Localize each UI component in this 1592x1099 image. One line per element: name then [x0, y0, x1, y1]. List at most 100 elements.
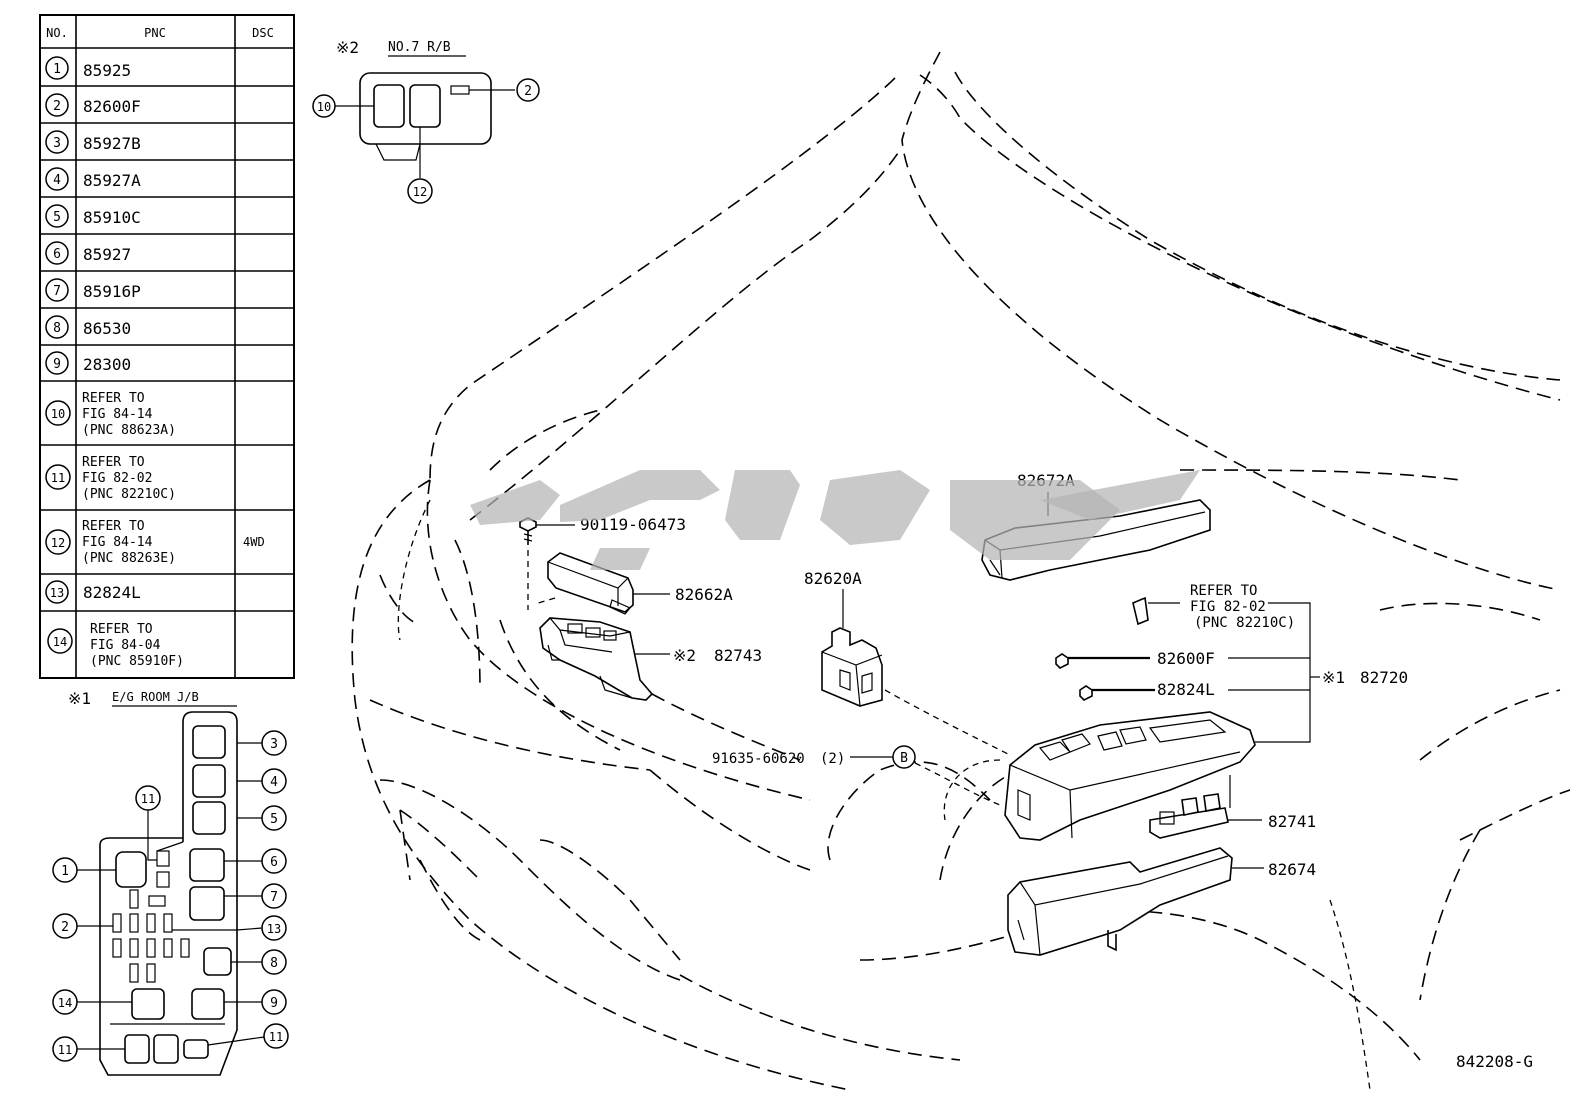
- callout-number: 6: [270, 855, 278, 870]
- table-row: 14 REFER TO FIG 84-04 (PNC 85910F): [47, 622, 184, 669]
- row-pnc: 82824L: [83, 583, 141, 602]
- row-number: 1: [53, 62, 61, 77]
- table-row: 3 85927B: [45, 130, 141, 154]
- table-row: 5 85910C: [45, 204, 141, 228]
- watermark-logo: [470, 470, 1200, 570]
- callout-number: 14: [58, 996, 72, 1010]
- relay-block-inset: ※2 NO.7 R/B 10 12 2: [312, 38, 540, 204]
- callout-number: 5: [270, 812, 278, 827]
- row-pnc-line: REFER TO: [82, 519, 145, 534]
- callout-number: 11: [141, 792, 155, 806]
- row-pnc-line: (PNC 85910F): [90, 654, 184, 669]
- row-number: 8: [53, 321, 61, 336]
- callout-number: 10: [317, 100, 331, 114]
- row-pnc: 85927: [83, 245, 131, 264]
- nut-callout: 91635-60620 (2) B: [712, 745, 1001, 806]
- table-row: 9 28300: [45, 351, 131, 375]
- part-label-fuse-1: 82600F: [1157, 649, 1215, 668]
- part-mark-relay-block: ※2: [673, 646, 696, 665]
- callout-number: 7: [270, 890, 278, 905]
- row-pnc: 28300: [83, 355, 131, 374]
- table-row: 7 85916P: [45, 278, 141, 302]
- table-row: 8 86530: [45, 315, 131, 339]
- part-label-junction-block: 82720: [1360, 668, 1408, 687]
- row-number: 10: [51, 407, 65, 421]
- refer-line2: FIG 82-02: [1190, 599, 1266, 615]
- callout-number: 12: [413, 185, 427, 199]
- row-number: 14: [53, 635, 67, 649]
- parts-table: NO. PNC DSC 1 85925 2 82600F 3 85927B 4 …: [39, 14, 295, 679]
- row-pnc-line: (PNC 82210C): [82, 487, 176, 502]
- row-pnc-line: REFER TO: [82, 455, 145, 470]
- small-cover-part: 82662A: [534, 552, 733, 615]
- part-label-fuse-2: 82824L: [1157, 680, 1215, 699]
- part-label-relay: 82620A: [804, 569, 862, 588]
- part-label-nut-qty: (2): [820, 751, 845, 767]
- bolt-part: 90119-06473: [519, 515, 686, 610]
- nut-ref-letter: B: [900, 751, 908, 766]
- row-pnc-line: (PNC 88623A): [82, 423, 176, 438]
- row-number: 2: [53, 99, 61, 114]
- row-pnc-line: (PNC 88263E): [82, 551, 176, 566]
- table-row: 11 REFER TO FIG 82-02 (PNC 82210C): [45, 455, 176, 502]
- row-pnc: 82600F: [83, 97, 141, 116]
- row-pnc-line: FIG 84-04: [90, 638, 161, 653]
- row-pnc: 85927B: [83, 134, 141, 153]
- row-dsc: 4WD: [243, 535, 265, 549]
- part-label-nut: 91635-60620: [712, 751, 805, 767]
- table-row: 2 82600F: [45, 93, 141, 117]
- row-pnc: 85925: [83, 61, 131, 80]
- callout-number: 3: [270, 737, 278, 752]
- row-pnc: 85910C: [83, 208, 141, 227]
- inset-title: E/G ROOM J/B: [112, 690, 199, 704]
- part-label-relay-block: 82743: [714, 646, 762, 665]
- relay-part: 82620A: [804, 569, 1011, 756]
- row-number: 6: [53, 247, 61, 262]
- figure-code: 842208-G: [1456, 1052, 1533, 1071]
- inset-mark: ※2: [336, 38, 359, 57]
- callout-number: 11: [269, 1030, 283, 1044]
- callout-number: 2: [61, 920, 69, 935]
- callout-number: 4: [270, 775, 278, 790]
- header-dsc: DSC: [252, 26, 274, 40]
- row-number: 12: [51, 536, 65, 550]
- row-number: 4: [53, 173, 61, 188]
- bracket-part: 82741: [1149, 775, 1316, 839]
- callout-number: 13: [267, 922, 281, 936]
- table-row: 13 82824L: [45, 580, 141, 604]
- part-mark-junction-block: ※1: [1322, 668, 1345, 687]
- part-label-lower-case: 82674: [1268, 860, 1316, 879]
- callout-number: 8: [270, 956, 278, 971]
- table-row: 10 REFER TO FIG 84-14 (PNC 88623A): [45, 391, 176, 438]
- callout-number: 11: [58, 1043, 72, 1057]
- row-number: 9: [53, 357, 61, 372]
- table-row: 12 REFER TO FIG 84-14 (PNC 88263E) 4WD: [45, 519, 265, 566]
- table-row: 6 85927: [45, 241, 131, 265]
- row-pnc-line: REFER TO: [90, 622, 153, 637]
- refer-line3: (PNC 82210C): [1194, 615, 1295, 631]
- callout-number: 9: [270, 996, 278, 1011]
- table-row: 4 85927A: [45, 167, 141, 191]
- row-pnc: 85927A: [83, 171, 141, 190]
- callout-number: 1: [61, 864, 69, 879]
- vehicle-outline: [351, 51, 1571, 1091]
- fuse-and-junction-block: REFER TO FIG 82-02 (PNC 82210C) 82600F 8…: [1004, 583, 1408, 841]
- row-pnc: 86530: [83, 319, 131, 338]
- part-label-bracket: 82741: [1268, 812, 1316, 831]
- junction-block-inset: ※1 E/G ROOM J/B: [52, 689, 289, 1076]
- lower-case-part: 82674: [1007, 847, 1316, 956]
- row-pnc: 85916P: [83, 282, 141, 301]
- row-number: 3: [53, 136, 61, 151]
- row-number: 13: [50, 586, 64, 600]
- inset-mark: ※1: [68, 689, 91, 708]
- row-number: 11: [51, 471, 65, 485]
- row-pnc-line: FIG 84-14: [82, 407, 153, 422]
- row-number: 7: [53, 284, 61, 299]
- table-row: 1 85925: [45, 56, 131, 80]
- row-number: 5: [53, 210, 61, 225]
- row-pnc-line: FIG 84-14: [82, 535, 153, 550]
- part-label-bolt: 90119-06473: [580, 515, 686, 534]
- relay-block-part: ※2 82743: [539, 617, 801, 761]
- header-no: NO.: [46, 26, 68, 40]
